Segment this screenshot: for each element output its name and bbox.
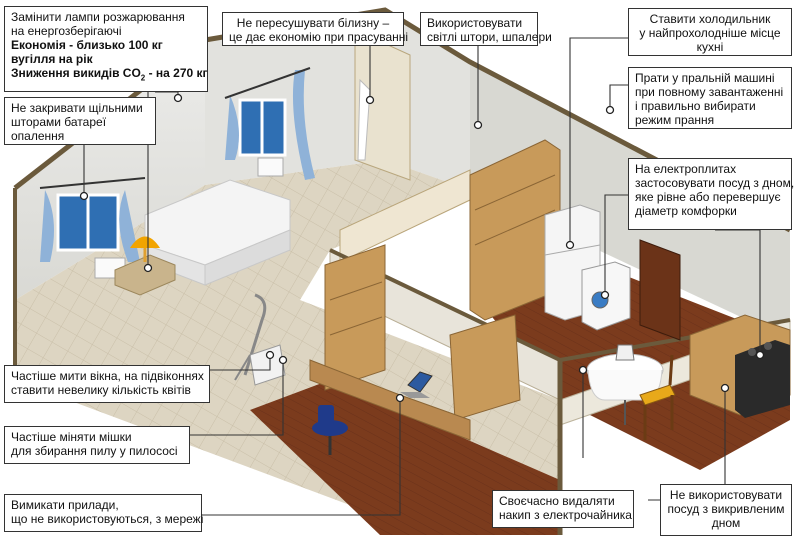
table-icon — [586, 353, 664, 425]
callout-stove: На електроплитах застосовувати посуд з д… — [628, 158, 794, 230]
office-shelf-icon — [324, 244, 521, 421]
callout-laundry: Не пересушувати білизну – це дає економі… — [222, 12, 408, 46]
stove-icon — [689, 314, 791, 418]
vacuum-icon — [234, 293, 286, 386]
kettle-icon — [615, 344, 635, 361]
callout-cookware: Не використовувати посуд з викривленим д… — [660, 484, 792, 536]
callout-kettle: Своєчасно видаляти накип з електрочайник… — [492, 490, 634, 528]
window-right-icon — [224, 67, 315, 180]
kitchen-door — [639, 239, 681, 341]
callout-unplug: Вимикати прилади, що не використовуються… — [4, 494, 203, 532]
dining-chair-icon — [639, 354, 676, 440]
lamp-icon — [114, 236, 176, 296]
radiator-right-icon — [257, 157, 284, 177]
laptop-icon — [400, 371, 433, 398]
callout-fridge: Ставити холодильник у найпрохолодніше мі… — [628, 8, 792, 56]
office-chair-icon — [312, 405, 348, 455]
callout-washer: Прати у пральній машині при повному зава… — [628, 67, 792, 129]
sofa-icon — [144, 179, 291, 286]
callout-lamps: Замінити лампи розжарювання на енергозбе… — [4, 6, 208, 92]
callout-curtains-heating: Не закривати щільними шторами батареї оп… — [4, 97, 156, 145]
wardrobe-icon — [354, 29, 411, 181]
leader-dots — [79, 93, 765, 403]
callout-windows: Частіше мити вікна, на підвіконнях стави… — [4, 365, 210, 403]
window-left-icon — [39, 177, 146, 262]
callout-light-curtains: Використовувати світлі штори, шпалери — [420, 12, 552, 46]
leader-lines — [83, 37, 761, 516]
desk-icon — [309, 359, 471, 441]
callout-vacuum: Частіше міняти мішки для збирання пилу у… — [4, 426, 190, 464]
